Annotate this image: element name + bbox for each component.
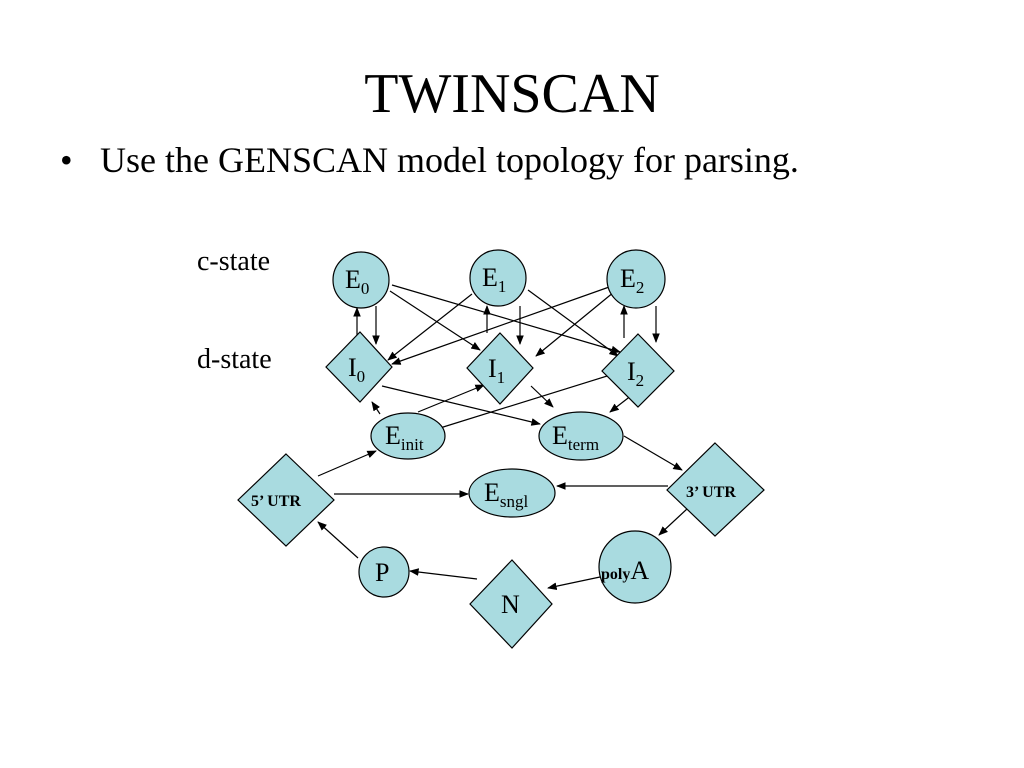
node-i0-base: I	[348, 353, 357, 382]
node-i2-sub: 2	[636, 371, 645, 390]
node-einit: Einit	[370, 412, 446, 460]
edge-polya-n	[547, 576, 601, 590]
edge-e0-i2	[391, 284, 621, 354]
svg-text:Einit: Einit	[385, 421, 424, 454]
node-polya: polyA	[598, 530, 672, 604]
edge-eterm-utr3	[623, 435, 683, 471]
node-p: P	[358, 546, 410, 598]
node-n-label: N	[501, 590, 520, 619]
svg-text:polyA: polyA	[601, 556, 649, 585]
edge-einit-i0	[371, 401, 381, 415]
svg-text:E0: E0	[345, 265, 369, 298]
svg-text:E2: E2	[620, 264, 644, 297]
node-e2: E2	[606, 249, 666, 309]
edge-utr3-polya	[658, 507, 689, 536]
d-state-label: d-state	[197, 344, 272, 375]
svg-text:E1: E1	[482, 263, 506, 296]
edge-utr5-einit	[317, 450, 377, 477]
node-e0: E0	[332, 251, 390, 309]
node-esngl-sub: sngl	[500, 492, 529, 511]
edge-einit-i2	[439, 370, 621, 429]
bullet-marker: •	[60, 140, 73, 180]
node-e0-base: E	[345, 265, 361, 294]
svg-text:Eterm: Eterm	[552, 421, 599, 454]
node-utr5: 5’ UTR	[237, 453, 335, 547]
bullet-text: Use the GENSCAN model topology for parsi…	[100, 140, 799, 180]
node-esngl-base: E	[484, 478, 500, 507]
node-e1: E1	[469, 249, 527, 307]
node-esngl: Esngl	[468, 468, 556, 518]
edge-e2-i0	[391, 285, 613, 365]
node-eterm-base: E	[552, 421, 568, 450]
edge-e0-i1	[389, 290, 481, 351]
node-utr3: 3’ UTR	[666, 442, 765, 537]
node-i0-sub: 0	[357, 367, 366, 386]
node-utr5-label: 5’ UTR	[251, 493, 301, 510]
node-e0-sub: 0	[361, 279, 370, 298]
svg-text:I2: I2	[627, 357, 644, 390]
node-e1-sub: 1	[498, 277, 507, 296]
node-e1-base: E	[482, 263, 498, 292]
c-state-label: c-state	[197, 246, 270, 277]
node-i2: I2	[601, 333, 675, 408]
svg-text:I1: I1	[488, 354, 505, 387]
edge-i0-eterm	[381, 385, 541, 426]
node-e2-base: E	[620, 264, 636, 293]
node-i2-base: I	[627, 357, 636, 386]
node-einit-sub: init	[401, 435, 424, 454]
node-eterm: Eterm	[538, 411, 624, 461]
node-i1-sub: 1	[497, 368, 506, 387]
edge-e2-i1	[535, 291, 615, 357]
node-e2-sub: 2	[636, 278, 645, 297]
edge-n-p	[409, 568, 478, 580]
node-polya-prefix: poly	[601, 566, 630, 583]
edge-e1-i0	[387, 293, 473, 361]
slide-title: TWINSCAN	[364, 63, 660, 125]
node-i1: I1	[466, 332, 534, 405]
svg-text:Esngl: Esngl	[484, 478, 529, 511]
node-p-label: P	[375, 558, 389, 587]
edge-einit-i1	[417, 384, 485, 413]
edges	[317, 284, 689, 590]
svg-text:I0: I0	[348, 353, 365, 386]
node-eterm-sub: term	[568, 435, 599, 454]
edge-e1-i2	[527, 289, 619, 357]
node-einit-base: E	[385, 421, 401, 450]
node-i1-base: I	[488, 354, 497, 383]
node-i0: I0	[325, 331, 393, 403]
node-utr3-label: 3’ UTR	[686, 484, 736, 501]
node-n: N	[469, 559, 553, 649]
bullet-item: • Use the GENSCAN model topology for pars…	[60, 140, 799, 180]
edge-p-utr5	[317, 521, 359, 559]
node-polya-base: A	[630, 556, 649, 585]
